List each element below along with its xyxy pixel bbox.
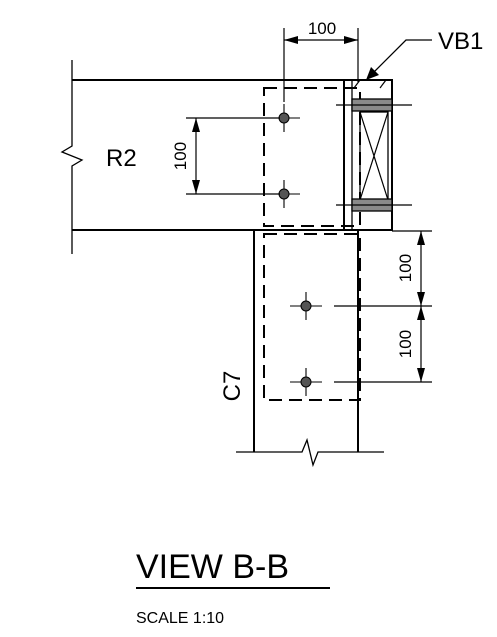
- callout-vb1-leader: [366, 39, 432, 80]
- dimension-column-upper-label: 100: [396, 254, 415, 282]
- arrowhead: [344, 36, 358, 44]
- beam-r2: [60, 60, 392, 254]
- dimension-top: [283, 28, 359, 102]
- arrowhead: [417, 368, 425, 382]
- bolt-beam-upper: [278, 112, 290, 124]
- callout-hatch-2: [379, 79, 387, 89]
- bolt-beam-lower: [278, 188, 290, 200]
- dimension-column-lower-label: 100: [396, 330, 415, 358]
- view-title: VIEW B-B: [136, 548, 289, 586]
- beam-bolts: [270, 104, 300, 208]
- beam-label: R2: [106, 145, 137, 172]
- bolt-column-upper: [300, 300, 312, 312]
- arrowhead: [192, 180, 200, 194]
- end-plate-outer: [343, 79, 393, 231]
- dimension-top-label: 100: [308, 19, 336, 38]
- column-label: C7: [219, 371, 246, 402]
- beam-break-line: [60, 60, 84, 254]
- dimension-column-bolts: [334, 230, 432, 383]
- arrowhead: [284, 36, 298, 44]
- scale-label: SCALE 1:10: [136, 610, 224, 627]
- column-c7: [236, 230, 384, 468]
- stiffener-cross-2: [359, 111, 389, 201]
- bolt-column-lower: [300, 376, 312, 388]
- callout-label: VB1: [438, 28, 483, 55]
- column-break-line: [236, 437, 384, 468]
- dimension-beam-bolts: [186, 117, 280, 195]
- column-hidden-plate: [263, 233, 361, 401]
- arrowhead: [417, 231, 425, 245]
- callout-hatch-1: [353, 79, 361, 89]
- column-bolts: [290, 292, 322, 396]
- dimension-beam-bolts-label: 100: [171, 142, 190, 170]
- leader-arrowhead: [366, 67, 379, 80]
- arrowhead: [417, 306, 425, 320]
- leader-line: [372, 39, 432, 74]
- end-bracket: [336, 79, 412, 231]
- arrowhead: [417, 292, 425, 306]
- hidden-plates: [263, 87, 361, 401]
- arrowhead: [192, 118, 200, 132]
